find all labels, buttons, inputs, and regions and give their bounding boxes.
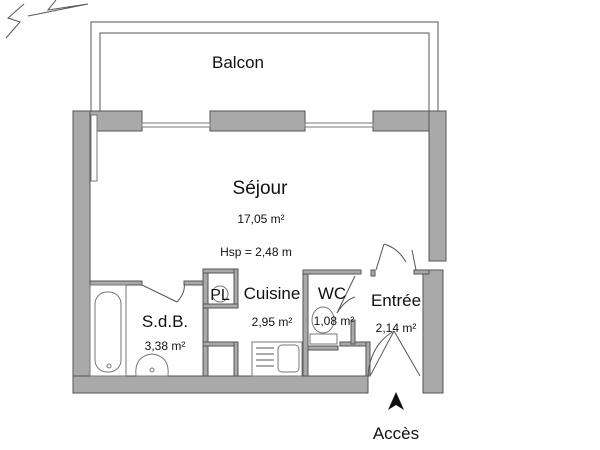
washbasin-icon (135, 353, 169, 377)
room-height-sejour: Hsp = 2,48 m (220, 245, 292, 259)
toilet-icon (309, 306, 338, 345)
interior-walls (89, 268, 430, 377)
room-area-entree: 2,14 m² (376, 321, 417, 335)
room-label-pl: PL (210, 287, 230, 304)
room-label-balcon: Balcon (212, 53, 264, 72)
windows (141, 122, 374, 128)
outer-walls (72, 110, 447, 394)
room-label-cuisine: Cuisine (244, 284, 301, 303)
room-area-cuisine: 2,95 m² (252, 315, 293, 329)
doors (141, 243, 421, 377)
room-label-sdb: S.d.B. (142, 312, 188, 331)
pl-circle-icon (211, 285, 229, 303)
balcony-outline (90, 21, 439, 111)
bathtub-icon (89, 284, 127, 377)
north-arrow-icon (5, 0, 89, 39)
kitchen-sink-icon (251, 341, 303, 377)
room-area-sejour: 17,05 m² (237, 212, 284, 226)
room-area-sdb: 3,38 m² (145, 339, 186, 353)
room-label-sejour: Séjour (233, 178, 289, 199)
access-label: Accès (373, 424, 419, 443)
access-arrow-icon (388, 392, 404, 410)
room-label-entree: Entrée (371, 291, 421, 310)
room-area-wc: 1,08 m² (314, 314, 355, 328)
room-label-wc: WC (318, 284, 346, 303)
